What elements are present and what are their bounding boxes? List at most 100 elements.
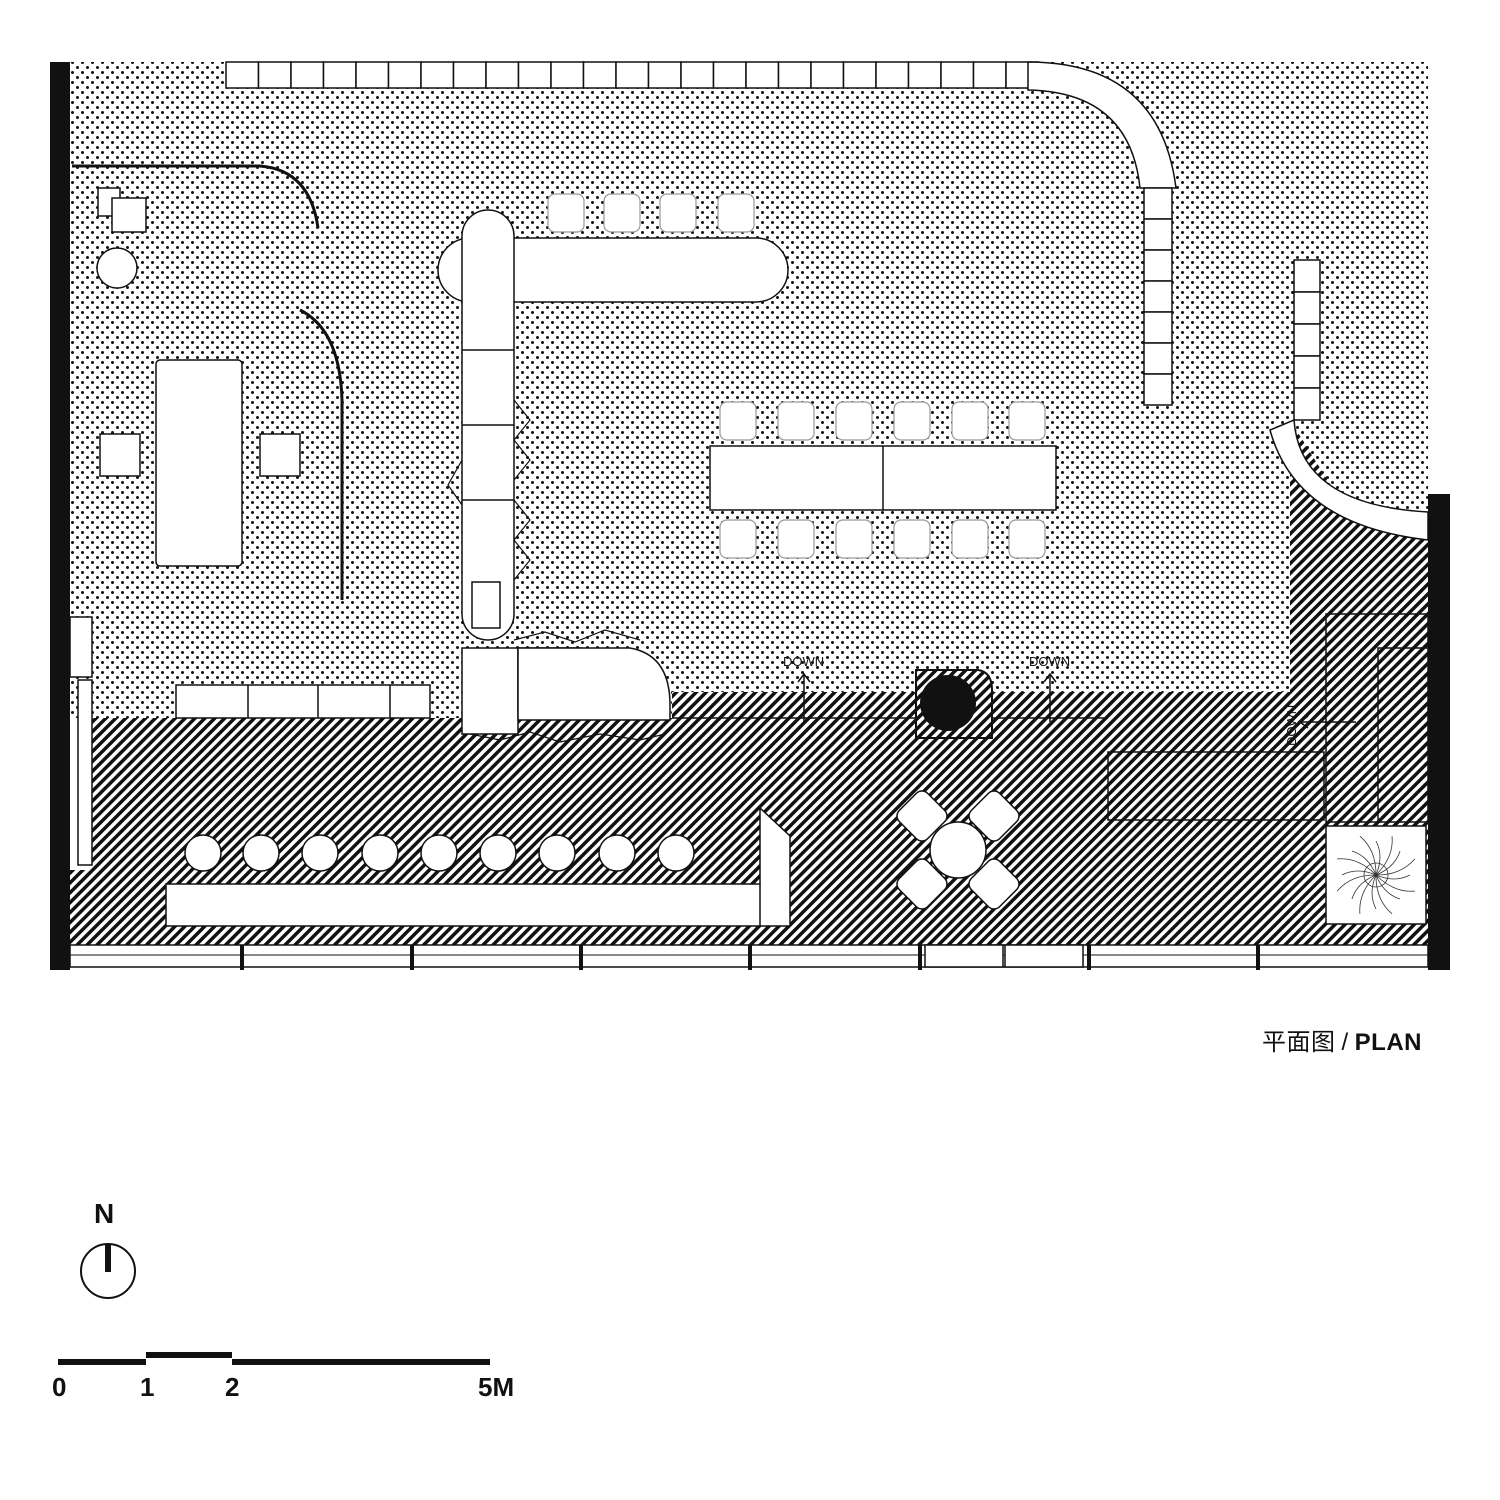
plant-leaf — [1371, 874, 1377, 910]
dining-chairs-south — [719, 519, 1046, 559]
stair-arrows — [797, 672, 1356, 729]
bench-module — [647, 61, 682, 89]
plant-leaf — [1375, 840, 1381, 876]
plant-leaf — [1375, 874, 1415, 892]
bench-module — [322, 61, 357, 89]
dining-chair — [777, 401, 815, 441]
dining-floor-dotted — [70, 62, 1428, 718]
plant-leaf — [1375, 874, 1393, 915]
bench-module — [1143, 218, 1173, 251]
bench-module — [452, 61, 487, 89]
plant-center — [1363, 862, 1389, 888]
bench-module — [680, 61, 715, 89]
counter-zigzag — [447, 399, 666, 743]
east-bench — [1143, 187, 1173, 406]
stair-label-2: DOWN — [1029, 654, 1070, 669]
north-label: N — [94, 1198, 115, 1229]
north-arrow-icon — [80, 1243, 136, 1299]
east-wall — [1428, 494, 1450, 970]
scale-label-1: 1 — [140, 1372, 155, 1402]
curved-partition-north — [72, 164, 320, 229]
north-bench-curve — [1027, 61, 1177, 189]
plant-icon — [1336, 835, 1416, 915]
arrow-icon — [1298, 715, 1309, 729]
plan-title-separator: / — [1341, 1029, 1349, 1056]
bench-module — [420, 61, 455, 89]
dining-chair — [835, 401, 873, 441]
round-stool — [657, 834, 695, 872]
west-wall — [50, 62, 70, 970]
dining-chair — [835, 519, 873, 559]
dining-chair — [719, 519, 757, 559]
bench-module — [875, 61, 910, 89]
bench-module — [810, 61, 845, 89]
plant-leaf — [1337, 858, 1377, 876]
bench-module — [290, 61, 325, 89]
bench-module — [1143, 187, 1173, 220]
north-bench — [225, 61, 1040, 89]
dining-chair — [1008, 401, 1046, 441]
bar-chair — [659, 193, 697, 233]
stair-label-1: DOWN — [783, 654, 824, 669]
dining-chair — [951, 401, 989, 441]
round-stool — [598, 834, 636, 872]
round-stools — [184, 834, 695, 872]
scale-label-5m: 5M — [478, 1372, 515, 1402]
dining-chair — [777, 519, 815, 559]
arrow-icon — [797, 672, 811, 683]
plant-leaf — [1375, 874, 1401, 900]
plan-title-cn: 平面图 — [1262, 1029, 1336, 1056]
dining-chair — [893, 519, 931, 559]
bench-module — [842, 61, 877, 89]
round-stool — [479, 834, 517, 872]
plant-leaf — [1375, 874, 1411, 880]
bench-module — [1293, 355, 1321, 389]
plant-leaf — [1351, 850, 1377, 876]
bench-module — [1143, 373, 1173, 406]
round-stool — [184, 834, 222, 872]
long-dining-table — [709, 445, 1057, 511]
planter — [1325, 825, 1427, 925]
scale-label-0: 0 — [52, 1372, 67, 1402]
bar-chairs — [547, 193, 755, 233]
bench-module — [745, 61, 780, 89]
bar-chair — [717, 193, 755, 233]
bench-module — [387, 61, 422, 89]
bench-module — [1293, 291, 1321, 325]
bench-module — [257, 61, 292, 89]
plan-title: 平面图/PLAN — [1262, 1022, 1422, 1057]
scale-label-2: 2 — [225, 1372, 240, 1402]
plant-leaf — [1359, 835, 1377, 876]
round-stool — [242, 834, 280, 872]
bench-module — [1143, 342, 1173, 375]
lounge-furniture — [96, 187, 301, 567]
round-stool — [361, 834, 399, 872]
curved-partition-west — [299, 308, 344, 600]
arrow-icon — [1043, 672, 1057, 683]
scale-bar — [58, 1352, 490, 1365]
bench-module — [1143, 280, 1173, 313]
bench-module — [712, 61, 747, 89]
bench-module — [1143, 311, 1173, 344]
bench-module — [940, 61, 975, 89]
dining-chair — [951, 519, 989, 559]
main-counter — [437, 209, 789, 735]
lower-floor-hatched — [70, 420, 1428, 945]
plant-leaf — [1375, 850, 1401, 876]
window-mullions — [240, 945, 1260, 970]
plant-leaf — [1375, 836, 1393, 876]
stair-label-3: DOWN — [1284, 705, 1299, 746]
bench-module — [355, 61, 390, 89]
bar-chair — [547, 193, 585, 233]
bench-module — [225, 61, 260, 89]
step-edges — [175, 613, 1429, 823]
bench-module — [582, 61, 617, 89]
structural-column — [915, 669, 993, 739]
bench-module — [1143, 249, 1173, 282]
plant-leaf — [1341, 870, 1377, 876]
west-storage — [69, 616, 93, 866]
bench-module — [777, 61, 812, 89]
round-stool — [420, 834, 458, 872]
south-banquette — [165, 806, 791, 927]
round-stool — [538, 834, 576, 872]
